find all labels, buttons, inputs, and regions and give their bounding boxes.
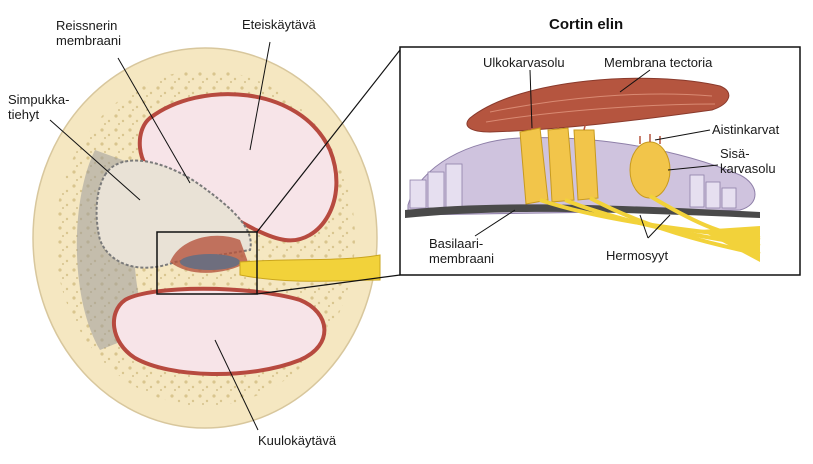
corti-title: Cortin elin (549, 16, 624, 33)
label-inner-hair-cell: Sisä- karvasolu (720, 146, 776, 176)
cell-row (409, 163, 737, 209)
nerve-bundle (239, 254, 381, 282)
zoom-box (156, 231, 258, 295)
label-cochlear-duct: Simpukka- tiehyt (8, 92, 70, 122)
membrana-tectoria (466, 77, 730, 133)
zoom-line-bottom (256, 274, 401, 295)
inner-hair-cell (629, 141, 671, 199)
label-reissner-membrane: Reissnerin membraani (56, 18, 122, 48)
outer-hair-cells (519, 127, 599, 205)
zoom-line-top (256, 49, 401, 233)
label-membrana-tectoria: Membrana tectoria (604, 55, 713, 70)
label-scala-vestibuli: Eteiskäytävä (242, 17, 316, 32)
label-basilar-membrane: Basilaari- membraani (429, 236, 495, 266)
label-scala-tympani: Kuulokäytävä (258, 433, 337, 448)
leader-lines (49, 41, 719, 431)
label-stereocilia: Aistinkarvat (712, 122, 780, 137)
small-corti-cells (180, 254, 240, 270)
label-nerve-fibres: Hermosyyt (606, 248, 669, 263)
label-outer-hair-cell: Ulkokarvasolu (483, 55, 565, 70)
scala-tympani (111, 286, 327, 376)
